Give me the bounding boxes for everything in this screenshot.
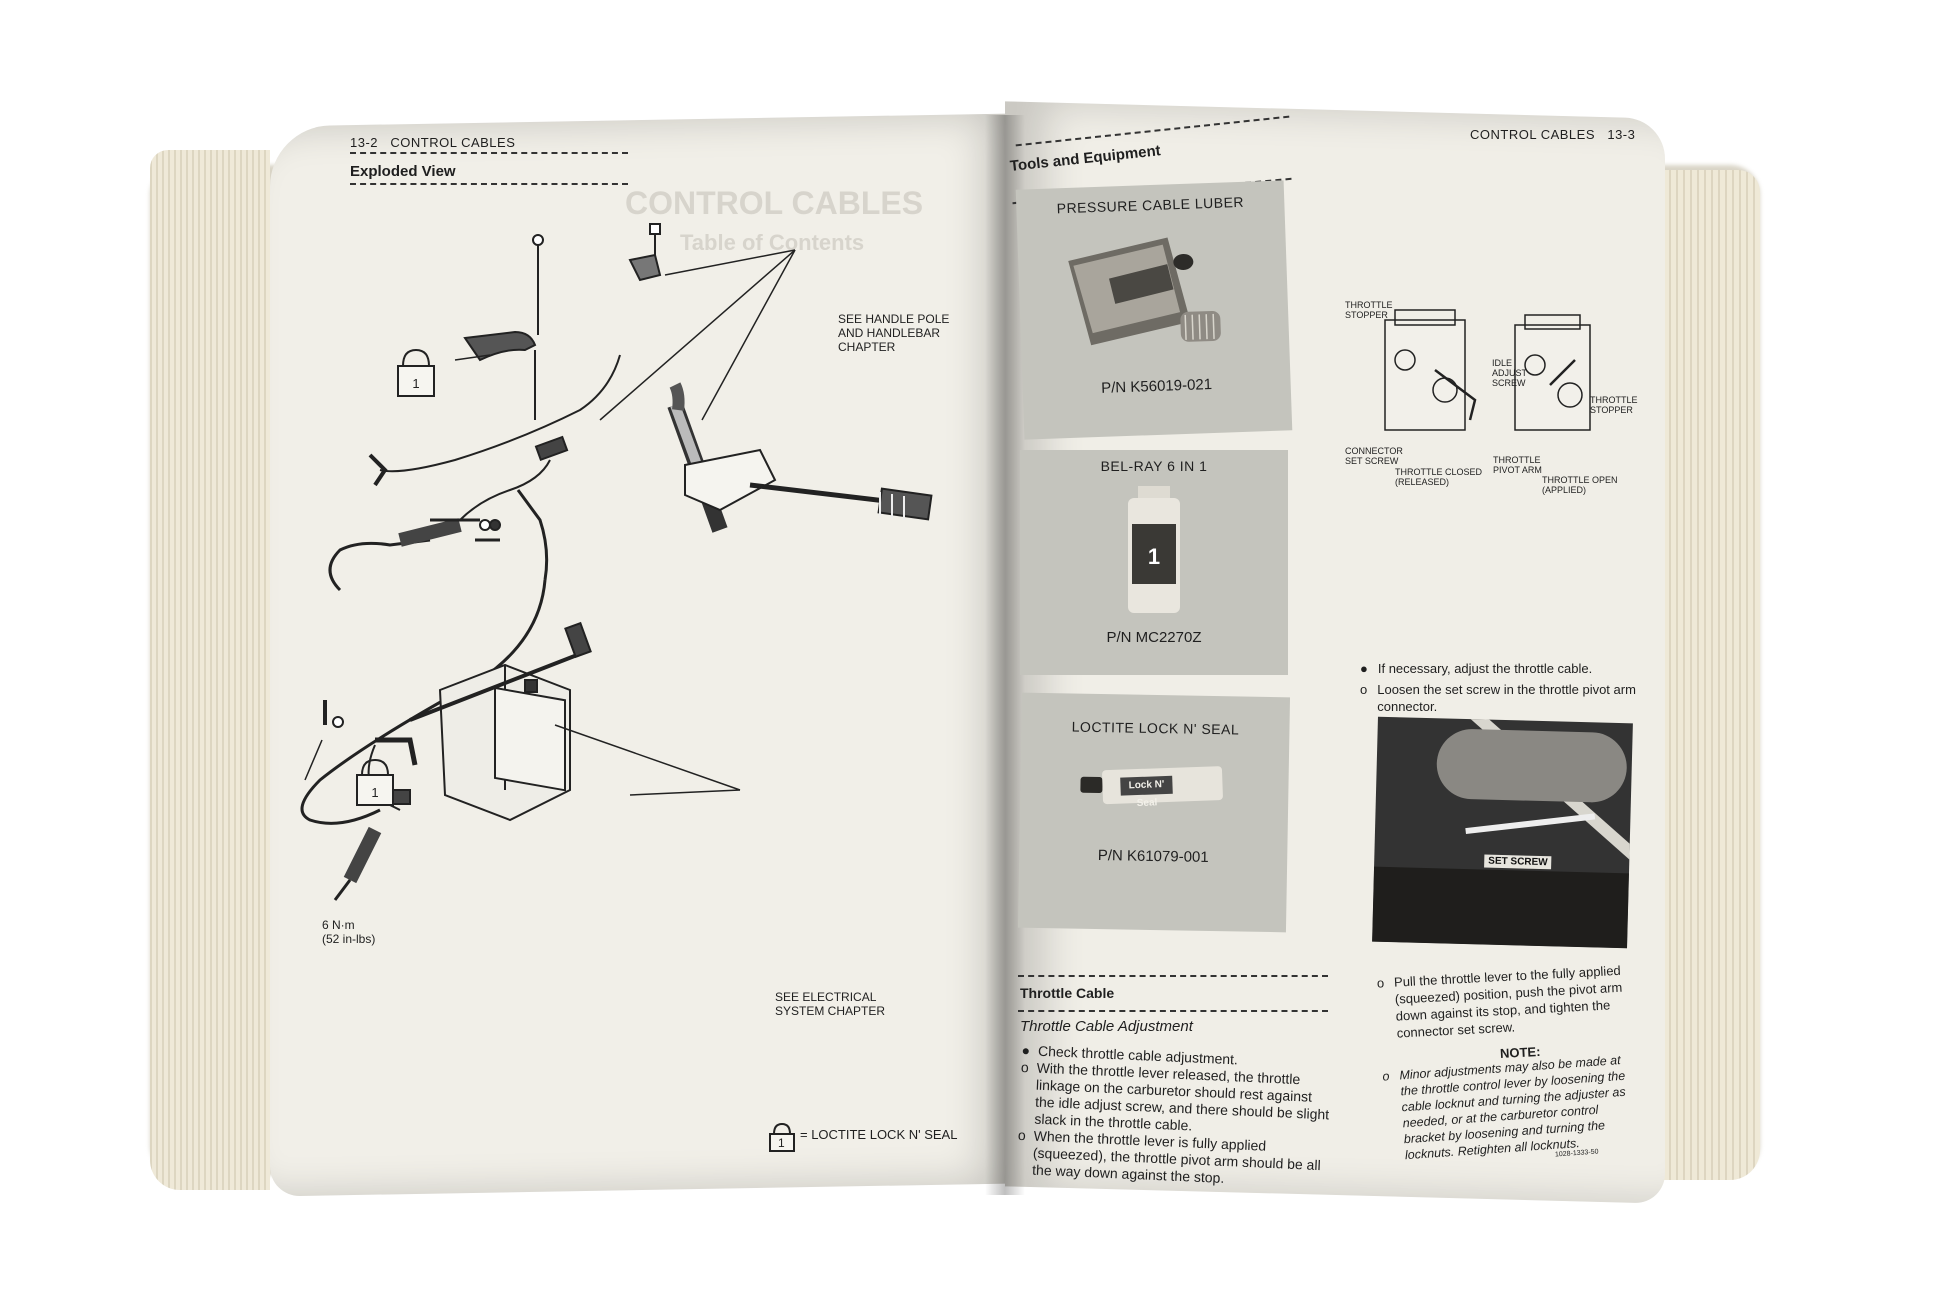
torque-value-imperial: (52 in-lbs) [322, 932, 376, 946]
label-throttle-stopper-right: THROTTLE STOPPER [1590, 395, 1638, 415]
label-line: CONNECTOR [1345, 446, 1403, 456]
label-line: THROTTLE [1345, 300, 1393, 310]
right-page-number: 13-3 [1607, 127, 1636, 142]
bullet: o [1017, 1126, 1027, 1144]
throttle-steps: ● Check throttle cable adjustment. o Wit… [1016, 1042, 1334, 1191]
callout-torque: 6 N·m (52 in-lbs) [322, 918, 375, 946]
step-text: Loosen the set screw in the throttle piv… [1377, 682, 1636, 714]
step-item: o Loosen the set screw in the throttle p… [1360, 681, 1640, 715]
label-line: THROTTLE CLOSED [1395, 467, 1483, 477]
label-line: IDLE [1492, 358, 1513, 368]
label-line: THROTTLE [1493, 455, 1541, 465]
left-chapter-title: CONTROL CABLES [390, 135, 516, 150]
tool-panel-loctite: LOCTITE LOCK N' SEAL Lock N' Seal P/N K6… [1017, 692, 1291, 933]
lock-icon: 1 [356, 758, 394, 806]
tool-panel-cable-luber: PRESSURE CABLE LUBER P/N K56019-021 [1015, 180, 1293, 440]
label-throttle-open: THROTTLE OPEN (APPLIED) [1542, 475, 1618, 495]
legend-lock-number: 1 [778, 1136, 785, 1150]
page-edges-left [150, 150, 270, 1190]
callout-line: CHAPTER [838, 340, 896, 354]
tube-body: Lock N' Seal [1101, 766, 1224, 809]
exploded-view-title: Exploded View [350, 163, 456, 180]
callout-line: SEE ELECTRICAL [775, 990, 877, 1004]
note-item: o Minor adjustments may also be made at … [1382, 1052, 1633, 1165]
book-gutter [985, 115, 1025, 1195]
belray-can-photo: 1 [1128, 486, 1180, 613]
step-text: If necessary, adjust the throttle cable. [1377, 661, 1593, 676]
svg-text:1: 1 [371, 785, 378, 800]
callout-line: AND HANDLEBAR [838, 326, 941, 340]
cable-luber-photo [1068, 237, 1221, 346]
pull-step: o Pull the throttle lever to the fully a… [1376, 962, 1629, 1043]
label-idle-adjust: IDLE ADJUST SCREW [1492, 358, 1527, 388]
photo-hand [1435, 728, 1628, 804]
bullet: o [1360, 682, 1368, 697]
label-line: THROTTLE OPEN [1542, 475, 1618, 485]
throttle-subsection-title: Throttle Cable Adjustment [1020, 1018, 1193, 1035]
header-rule [350, 152, 628, 154]
svg-text:1: 1 [412, 376, 419, 391]
label-line: SET SCREW [1345, 456, 1399, 466]
section-rule [350, 183, 628, 185]
bullet: ● [1360, 661, 1368, 676]
throttle-rule-bottom [1018, 1010, 1328, 1012]
note-text: Minor adjustments may also be made at th… [1398, 1053, 1627, 1163]
step-item: ● If necessary, adjust the throttle cabl… [1360, 660, 1640, 677]
tool-part-number: P/N K61079-001 [1097, 847, 1209, 866]
photo-shadow [1372, 866, 1629, 949]
set-screw-photo: SET SCREW [1372, 716, 1633, 949]
callout-handle-pole: SEE HANDLE POLE AND HANDLEBAR CHAPTER [838, 312, 949, 354]
left-page-header: 13-2 CONTROL CABLES [350, 135, 515, 150]
callout-line: SYSTEM CHAPTER [775, 1004, 886, 1018]
brake-lever [463, 330, 537, 362]
tool-part-number: P/N MC2270Z [1106, 629, 1202, 646]
label-line: PIVOT ARM [1493, 465, 1542, 475]
left-page-number: 13-2 [350, 135, 379, 150]
label-throttle-closed: THROTTLE CLOSED (RELEASED) [1395, 467, 1482, 487]
throttle-section-title: Throttle Cable [1020, 985, 1115, 1001]
ghost-subtitle: Table of Contents [680, 230, 865, 255]
tube-cap [1080, 776, 1103, 794]
tool-name: BEL-RAY 6 IN 1 [1100, 458, 1208, 474]
label-line: (RELEASED) [1395, 477, 1450, 487]
label-line: STOPPER [1345, 310, 1388, 320]
set-screw-label: SET SCREW [1484, 854, 1552, 870]
right-page-header: CONTROL CABLES 13-3 [1470, 127, 1635, 142]
torque-value: 6 N·m [322, 918, 355, 932]
photo-screwdriver [1465, 813, 1596, 835]
label-line: SCREW [1492, 378, 1526, 388]
adjust-steps: ● If necessary, adjust the throttle cabl… [1360, 660, 1640, 715]
callout-line: SEE HANDLE POLE [838, 312, 950, 326]
step-text: Pull the throttle lever to the fully app… [1393, 962, 1623, 1041]
label-connector-set-screw: CONNECTOR SET SCREW [1345, 446, 1403, 466]
callout-electrical: SEE ELECTRICAL SYSTEM CHAPTER [775, 990, 885, 1018]
step-item: o Pull the throttle lever to the fully a… [1376, 962, 1629, 1043]
legend-text: = LOCTITE LOCK N' SEAL [800, 1127, 958, 1142]
legend-lock-icon [766, 1122, 798, 1152]
tool-part-number: P/N K56019-021 [1100, 376, 1213, 397]
label-pivot-arm: THROTTLE PIVOT ARM [1493, 455, 1542, 475]
label-line: ADJUST [1492, 368, 1528, 378]
ghost-title: CONTROL CABLES [625, 185, 924, 221]
bullet: ● [1021, 1042, 1031, 1059]
svg-text:1: 1 [1148, 544, 1160, 569]
label-throttle-stopper: THROTTLE STOPPER [1345, 300, 1393, 320]
carburetor-diagram [1384, 309, 1591, 431]
right-chapter-title: CONTROL CABLES [1470, 127, 1595, 142]
tube-label: Lock N' Seal [1120, 775, 1173, 809]
label-line: STOPPER [1590, 405, 1633, 415]
throttle-rule-top [1018, 975, 1328, 977]
exploded-view-diagram: 1 1 [300, 223, 933, 901]
bullet: o [1020, 1058, 1030, 1076]
label-line: (APPLIED) [1542, 485, 1587, 495]
step-text: With the throttle lever released, the th… [1034, 1059, 1330, 1134]
lock-icon: 1 [397, 348, 435, 397]
loctite-tube-photo: Lock N' Seal [1020, 734, 1290, 839]
tool-panel-belray: BEL-RAY 6 IN 1 1 P/N MC2270Z [1020, 450, 1288, 675]
label-line: THROTTLE [1590, 395, 1638, 405]
